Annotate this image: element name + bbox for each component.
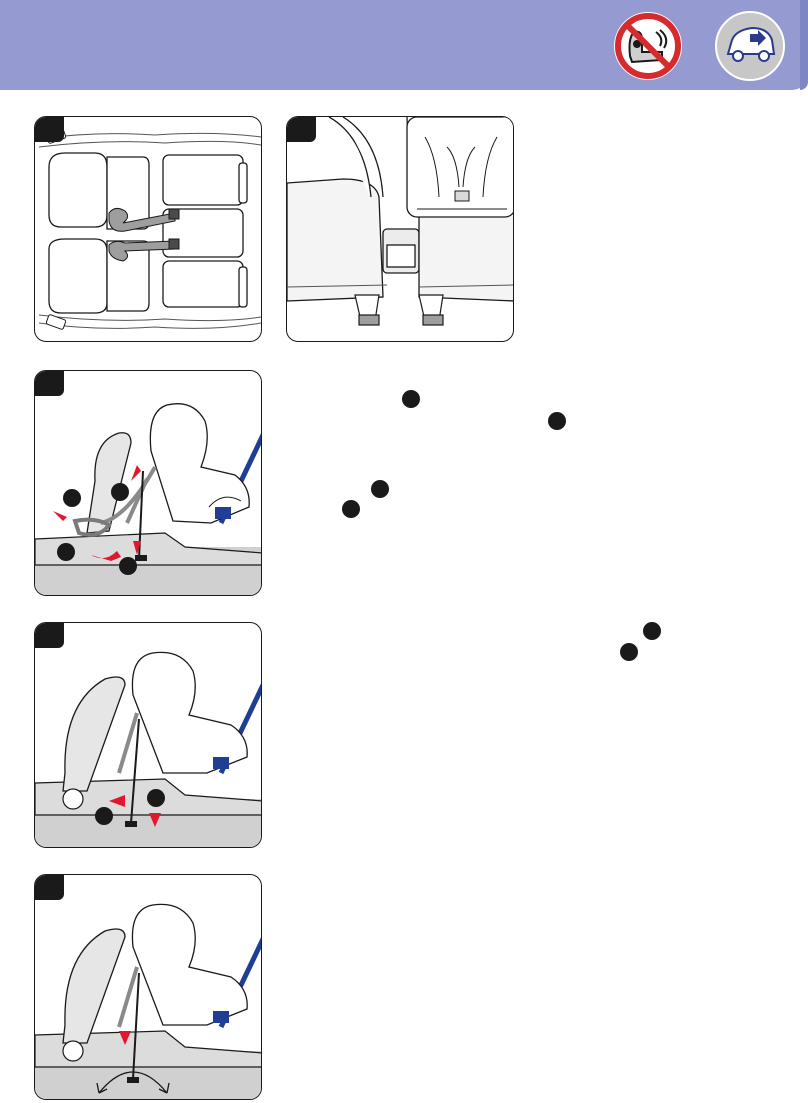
callout-marker (57, 543, 75, 561)
figure-attach-belt (34, 370, 262, 596)
callout-marker (111, 483, 129, 501)
inline-marker (548, 412, 566, 430)
inline-marker (620, 643, 638, 661)
figure-support-leg-ground (34, 874, 262, 1100)
support-leg-floor-contact-icon (35, 875, 262, 1100)
step-tab (34, 116, 64, 142)
isofix-anchor-points-icon (287, 117, 514, 342)
step-tab (286, 116, 316, 142)
inline-marker (371, 480, 389, 498)
seat-belt-routing-icon (35, 371, 262, 596)
callout-marker (95, 807, 113, 825)
inline-marker (402, 390, 420, 408)
figure-isofix-anchors (286, 116, 514, 342)
vehicle-seats-top-view-icon (35, 117, 262, 342)
step-tab (34, 370, 64, 396)
figure-top-view-seats (34, 116, 262, 342)
header-band (0, 0, 808, 90)
figure-pull-support-leg (34, 622, 262, 848)
step-tab (34, 622, 64, 648)
inline-marker (643, 622, 661, 640)
callout-marker (63, 489, 81, 507)
inline-marker (342, 500, 360, 518)
support-leg-adjust-icon (35, 623, 262, 848)
callout-marker (147, 789, 165, 807)
vehicle-seat-badge (712, 10, 788, 82)
callout-marker (119, 557, 137, 575)
no-airbag-badge (612, 10, 684, 82)
step-tab (34, 874, 64, 900)
